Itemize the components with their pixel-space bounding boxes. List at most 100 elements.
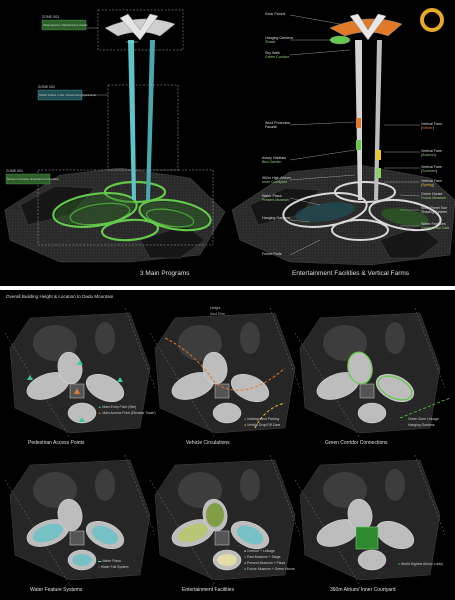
building-petal (85, 373, 125, 403)
water-plaza (91, 525, 119, 545)
legend-item: ● Present Museum + Plaza (244, 561, 285, 565)
label-water-plaza: Water Plaza Present Museum (262, 194, 290, 203)
label-vf-winter: Vertical Farm (Winter) (421, 122, 443, 131)
legend-pedestrian: ▲ Main Entry Point (Site) ▲ Main Access … (98, 404, 156, 416)
label-solar-shading: Solar Panel Sun Shading System (421, 206, 448, 215)
atrium-core (214, 383, 230, 399)
legend-item: ▲ Main Entry Point (Site) (98, 405, 137, 409)
site-plate-left (4, 167, 226, 263)
label-vf-autumn: Vertical Farm (Autumn) (421, 149, 443, 158)
label-vf-summer: Vertical Farm (Summer) (421, 165, 443, 174)
legend-swatch-icon: ≈ (98, 565, 100, 569)
solar-crown (329, 13, 403, 45)
label-future-pods: Future Pods (262, 252, 282, 256)
label-wind-facade: Wind Protection Facade (265, 121, 291, 130)
legend-swatch-icon: ▬ (98, 559, 102, 563)
tower-mass (385, 322, 405, 354)
future-museum (236, 525, 264, 545)
building-petal (212, 402, 242, 424)
label-hanging-gardens-1: Hanging Gardens Shade (265, 36, 294, 45)
site-plan-entertainment (149, 454, 301, 586)
bottom-panel: Overall Building Height & Location to Da… (0, 290, 455, 600)
caption-entertainment-vertical-farms: Entertainment Facilities & Vertical Farm… (292, 270, 410, 277)
legend-dot-icon: ● (244, 567, 247, 571)
caption-pedestrian: Pedestrian Access Points (28, 440, 85, 446)
museum-complex-rings (52, 180, 212, 242)
atrium-core (214, 530, 230, 546)
zone-003-label: ZONE 003 (42, 15, 59, 19)
site-plan-water (4, 454, 156, 586)
tower-mass (240, 469, 260, 501)
height-label: Height (210, 306, 221, 310)
access-point-icon (74, 388, 80, 394)
label-sky-walk: Sky Walk Green Corridor (265, 51, 289, 60)
caption-3-main-programs: 3 Main Programs (140, 270, 190, 277)
water-plaza (32, 523, 64, 543)
tower-mass (240, 322, 260, 354)
right-building-accents (295, 202, 429, 226)
leader-lines (289, 14, 421, 256)
legend-item: ● Future Museum + Green House (244, 567, 295, 571)
entry-point-icon (77, 360, 83, 365)
zone-002-desc: SOHO Towers / Lofts, Terrace living Apar… (39, 93, 96, 97)
caption-entertainment: Entertainment Facilities (182, 587, 234, 593)
site-plate-right (231, 164, 455, 266)
caption-water: Water Feature Systems (30, 587, 83, 593)
legend-entertainment: ● Comfort + Linkage ● Past Museum + Stag… (244, 548, 295, 572)
entry-point-icon (117, 377, 123, 382)
observatory-crown (104, 13, 176, 41)
green-ring (347, 351, 373, 385)
building-petal (375, 520, 415, 550)
legend-item: ● Comfort + Linkage (244, 549, 275, 553)
label-solar-panels: Solar Panels (265, 12, 286, 16)
entry-point-icon (27, 375, 33, 380)
legend-dot-icon: ▲ (98, 405, 102, 409)
legend-item: ▬ Water Plaza (98, 559, 121, 563)
legend-atrium: ■ World Highest Atrium Lobby (398, 562, 443, 566)
building-petal (375, 373, 415, 403)
zone-001-label: ZONE 001 (6, 169, 23, 173)
zone-003-desc: Observatories / Skyfield Zone Garden (43, 23, 88, 27)
water-plaza (72, 554, 92, 566)
zone-001-desc: Museum Complex / Entertainment Facilitie… (7, 177, 59, 181)
caption-green-corridor: Green Corridor Connections (325, 440, 388, 446)
label-hanging-gardens-2: Hanging Gardens (262, 216, 291, 220)
entry-point-icon (79, 417, 85, 422)
legend-dot-icon: ● (244, 561, 247, 565)
atrium-lobby (355, 526, 379, 550)
green-linkage (399, 397, 451, 419)
past-museum (206, 503, 224, 527)
legend-green: Green Zone Linkage Hanging Gardens (408, 416, 439, 428)
atrium-core (359, 383, 375, 399)
present-museum (177, 523, 209, 543)
label-vf-spring: Vertical Farm (Spring) (421, 179, 443, 188)
legend-item: ≈ Water Fall System (98, 565, 129, 569)
top-illustration: ZONE 003 Observatories / Skyfield Zone G… (4, 8, 455, 266)
legend-item: Hanging Gardens (408, 423, 435, 427)
site-plan-green (294, 307, 451, 439)
right-building-rings (282, 181, 442, 241)
panel-separator (0, 286, 455, 290)
mountain-mass (33, 472, 77, 508)
building-petal (357, 549, 387, 571)
label-atrium: 360m High Atrium Inner Courtyard (262, 176, 291, 185)
legend-dot-icon: ● (244, 555, 247, 559)
legend-dot-icon: ● (244, 423, 247, 427)
soho-towers (126, 40, 155, 200)
site-plan-atrium (294, 454, 446, 586)
legend-dot-icon: ● (244, 417, 247, 421)
solar-ring-icon (420, 8, 444, 32)
tower-mass (95, 322, 115, 354)
zone-002-label: ZONE 002 (38, 85, 55, 89)
legend-item: Green Zone Linkage (408, 417, 439, 421)
atrium-core (69, 530, 85, 546)
site-plan-pedestrian (4, 307, 156, 439)
label-water-features: Water Features Central Pool Cafe (421, 222, 450, 231)
ascl-label: Ascl 20m (210, 312, 225, 316)
site-plan-vehicle (149, 307, 301, 439)
mountain-mass (178, 325, 222, 361)
legend-dot-icon: ● (244, 549, 247, 553)
zone-boxes (37, 9, 214, 246)
legend-item: ● Vehicle Drop/Off Zone (244, 423, 281, 427)
legend-swatch-icon: ■ (398, 562, 401, 566)
